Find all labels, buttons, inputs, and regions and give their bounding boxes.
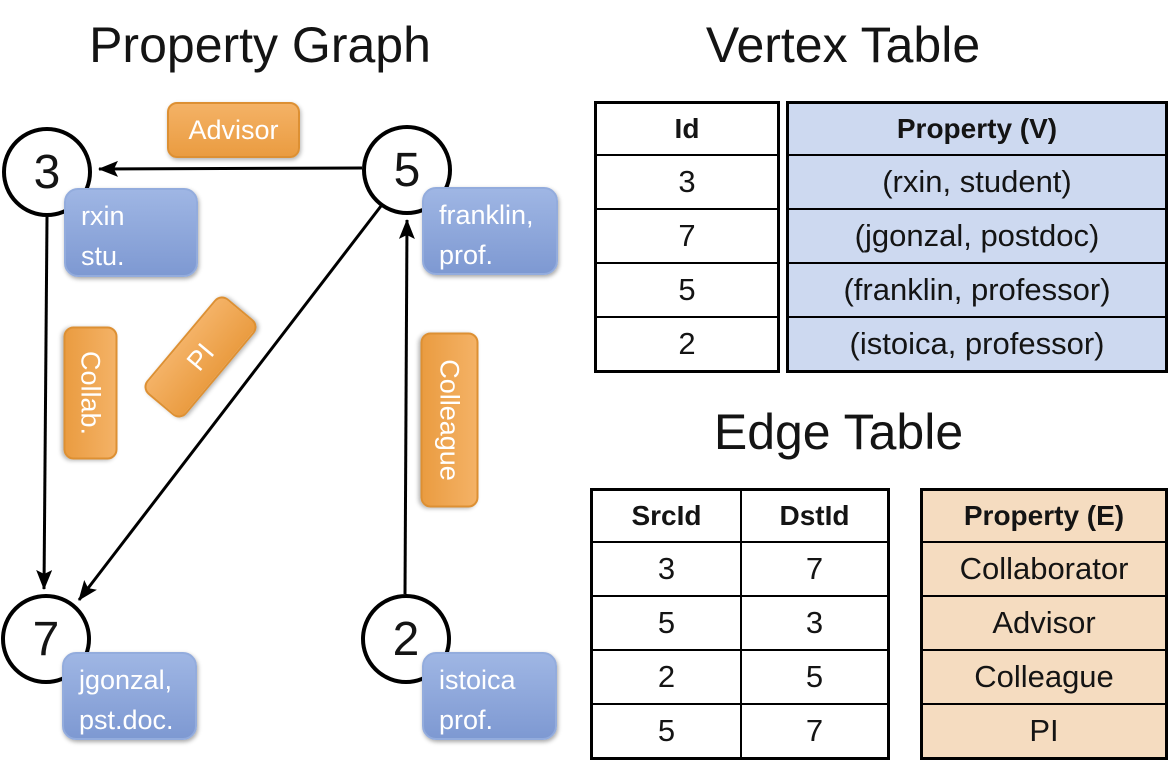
- edge-label-text: Colleague: [435, 359, 465, 481]
- vertex-label-line: istoica: [439, 665, 516, 695]
- edge-table-property-header: Property (E): [923, 491, 1165, 541]
- node-3-id: 3: [33, 145, 61, 199]
- edge-table-src-cell: 2: [593, 649, 740, 703]
- edge-table-src-cell: 5: [593, 595, 740, 649]
- edge-table-dst-cell: 7: [742, 703, 887, 757]
- graph-node-5: 5: [362, 125, 452, 215]
- edge-table-dst-header: DstId: [779, 500, 850, 531]
- edge-label-collab: Collab.: [63, 326, 118, 460]
- graph-edges-canvas: [36, 160, 415, 601]
- edge-label-advisor: Advisor: [167, 102, 300, 158]
- property-graph-title: Property Graph: [89, 17, 431, 73]
- vertex-label-line: jgonzal,: [79, 665, 173, 695]
- vertex-table-id-cell: 2: [597, 316, 777, 370]
- vertex-label-istoica: istoica prof.: [422, 652, 557, 740]
- vertex-label-rxin: rxin stu.: [64, 188, 198, 277]
- vertex-table-title: Vertex Table: [705, 17, 981, 73]
- vertex-label-line: franklin,: [439, 200, 534, 230]
- node-2-id: 2: [392, 612, 420, 666]
- edge-table-property-cell: Colleague: [923, 649, 1165, 703]
- vertex-label-jgonzal: jgonzal, pst.doc.: [62, 652, 197, 740]
- vertex-label-line: stu.: [81, 241, 125, 271]
- edge-table-dst-cell: 5: [742, 649, 887, 703]
- edge-table-property-cell: Advisor: [923, 595, 1165, 649]
- edge-table-property-column: Property (E) Collaborator Advisor Collea…: [920, 488, 1168, 760]
- edge-label-text: Advisor: [188, 114, 279, 145]
- vertex-table-id-cell: 7: [597, 208, 777, 262]
- edge-table-src-cell: 5: [593, 703, 740, 757]
- edge-table-property-cell: Collaborator: [923, 541, 1165, 595]
- vertex-label-line: prof.: [439, 705, 494, 735]
- vertex-table-property-cell: (istoica, professor): [789, 316, 1165, 370]
- vertex-label-line: rxin: [81, 201, 125, 231]
- edge-colleague-line: [398, 219, 415, 595]
- vertex-label-franklin: franklin, prof.: [422, 187, 558, 275]
- edge-table-src-cell: 3: [593, 541, 740, 595]
- node-5-id: 5: [393, 143, 421, 197]
- vertex-table-id-cell: 3: [597, 154, 777, 208]
- vertex-label-line: pst.doc.: [79, 705, 174, 735]
- vertex-table-id-header: Id: [674, 113, 700, 144]
- edge-collab-line: [36, 216, 53, 590]
- vertex-table-property-cell: (rxin, student): [789, 154, 1165, 208]
- vertex-table-property-column: Property (V) (rxin, student) (jgonzal, p…: [786, 101, 1168, 373]
- edge-table-id-columns: SrcId 3 5 2 5 DstId 7 3 5 7: [590, 488, 890, 760]
- vertex-label-line: prof.: [439, 240, 494, 270]
- edge-table-src-column: SrcId 3 5 2 5: [593, 491, 740, 757]
- vertex-table-id-column: Id 3 7 5 2: [594, 101, 780, 373]
- edge-label-text: Collab.: [76, 350, 106, 436]
- vertex-table-property-header: Property (V): [789, 104, 1165, 154]
- edge-advisor-line: [98, 160, 363, 177]
- edge-table-dst-cell: 7: [742, 541, 887, 595]
- vertex-table-property-cell: (jgonzal, postdoc): [789, 208, 1165, 262]
- node-7-id: 7: [32, 612, 60, 666]
- edge-table-title: Edge Table: [713, 404, 964, 460]
- edge-table-property-cell: PI: [923, 703, 1165, 757]
- edge-table-dst-cell: 3: [742, 595, 887, 649]
- vertex-table-property-cell: (franklin, professor): [789, 262, 1165, 316]
- edge-table-src-header: SrcId: [631, 500, 702, 531]
- edge-label-text: PI: [180, 337, 220, 377]
- graph-node-2: 2: [361, 594, 451, 684]
- edge-pi-line: [77, 205, 383, 601]
- edge-table-dst-column: DstId 7 3 5 7: [740, 491, 887, 757]
- edge-label-colleague: Colleague: [420, 332, 479, 508]
- vertex-table-id-cell: 5: [597, 262, 777, 316]
